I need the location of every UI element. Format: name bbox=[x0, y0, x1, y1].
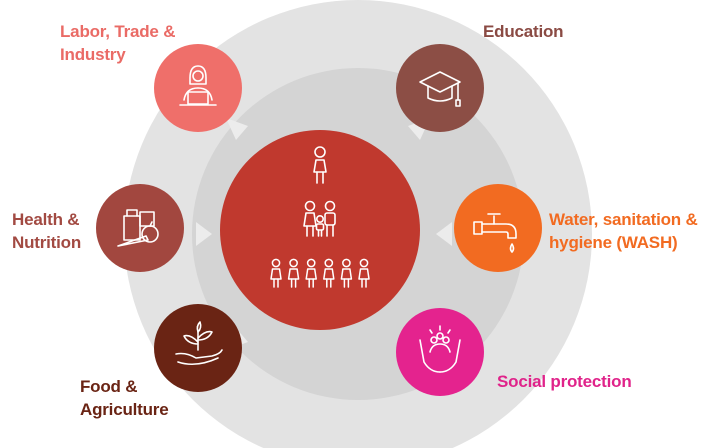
sector-circle-education bbox=[396, 44, 484, 132]
arrow-from-health bbox=[196, 222, 212, 246]
label-food-agriculture: Food & Agriculture bbox=[80, 377, 169, 419]
sector-education bbox=[396, 44, 484, 132]
graduation-cap-icon bbox=[419, 71, 461, 107]
label-health-nutrition: Health & Nutrition bbox=[12, 210, 82, 252]
child-icon bbox=[358, 258, 370, 288]
sector-circle-water bbox=[454, 184, 542, 272]
sector-food bbox=[154, 304, 242, 392]
child-icon bbox=[270, 258, 282, 288]
label-labor-trade-industry: Labor, Trade & Industry bbox=[60, 22, 176, 64]
child-icon bbox=[287, 258, 300, 288]
person-at-laptop-icon bbox=[179, 65, 217, 106]
label-water-sanitation-hygiene: Water, sanitation & hygiene (WASH) bbox=[549, 210, 698, 252]
water-tap-icon bbox=[473, 213, 517, 253]
child-icon bbox=[340, 258, 353, 288]
arrow-from-labor bbox=[226, 118, 248, 140]
sector-health bbox=[96, 184, 184, 272]
child-icon bbox=[305, 258, 317, 288]
label-social-protection: Social protection bbox=[497, 372, 632, 391]
sector-labor bbox=[154, 44, 242, 132]
arrow-from-water bbox=[436, 222, 452, 246]
woman-icon bbox=[313, 146, 327, 184]
sector-circle-social bbox=[396, 308, 484, 396]
family-icon bbox=[303, 200, 336, 237]
protective-hands-icon bbox=[419, 325, 461, 373]
seedling-in-hand-icon bbox=[175, 321, 223, 366]
food-groceries-icon bbox=[117, 209, 159, 247]
group-of-children-icon bbox=[270, 258, 370, 288]
sector-social bbox=[396, 308, 484, 396]
label-education: Education bbox=[483, 22, 564, 41]
child-icon bbox=[323, 258, 335, 288]
sector-water bbox=[454, 184, 542, 272]
